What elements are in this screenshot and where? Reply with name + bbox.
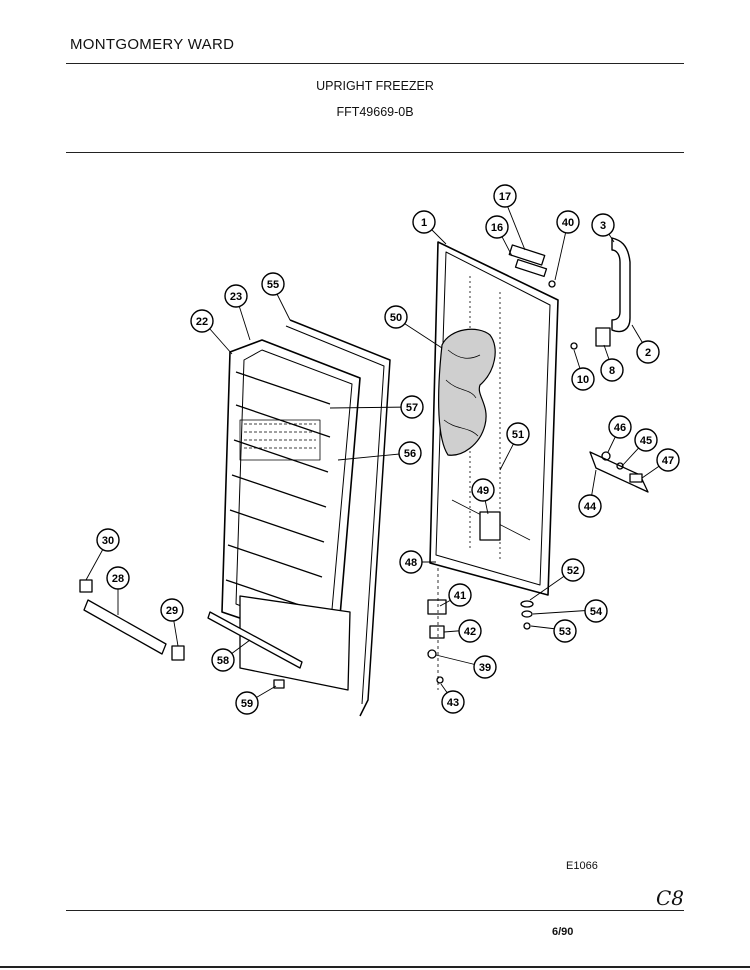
callout-51: 51 <box>506 422 530 446</box>
svg-text:54: 54 <box>590 606 603 618</box>
callout-23: 23 <box>224 284 248 308</box>
svg-text:17: 17 <box>499 191 511 203</box>
svg-text:3: 3 <box>600 220 606 232</box>
door-insulation <box>438 328 496 456</box>
handle-bracket <box>595 327 611 347</box>
svg-text:47: 47 <box>662 455 674 467</box>
header-rule <box>66 63 684 64</box>
callout-50: 50 <box>384 305 408 329</box>
svg-text:43: 43 <box>447 697 459 709</box>
svg-text:39: 39 <box>479 662 491 674</box>
callouts: 17 16 40 3 1 2 8 10 55 23 22 50 57 56 51… <box>96 184 680 715</box>
svg-text:53: 53 <box>559 626 571 638</box>
callout-44: 44 <box>578 494 602 518</box>
svg-text:57: 57 <box>406 402 418 414</box>
svg-text:58: 58 <box>217 655 229 667</box>
svg-text:52: 52 <box>567 565 579 577</box>
callout-59: 59 <box>235 691 259 715</box>
callout-56: 56 <box>398 441 422 465</box>
svg-text:44: 44 <box>584 501 597 513</box>
svg-text:42: 42 <box>464 626 476 638</box>
svg-text:1: 1 <box>421 217 427 229</box>
svg-text:28: 28 <box>112 573 124 585</box>
svg-text:8: 8 <box>609 365 615 377</box>
callout-41: 41 <box>448 583 472 607</box>
svg-text:46: 46 <box>614 422 626 434</box>
revision-date: 6/90 <box>552 926 574 938</box>
svg-text:50: 50 <box>390 312 402 324</box>
callout-54: 54 <box>584 599 608 623</box>
svg-text:30: 30 <box>102 535 114 547</box>
svg-text:29: 29 <box>166 605 178 617</box>
callout-55: 55 <box>261 272 285 296</box>
callout-52: 52 <box>561 558 585 582</box>
callout-39: 39 <box>473 655 497 679</box>
callout-1: 1 <box>412 210 436 234</box>
svg-text:10: 10 <box>577 374 589 386</box>
callout-43: 43 <box>441 690 465 714</box>
diagram-code: E1066 <box>566 860 598 872</box>
svg-text:23: 23 <box>230 291 242 303</box>
svg-text:16: 16 <box>491 222 503 234</box>
callout-10: 10 <box>571 367 595 391</box>
callout-45: 45 <box>634 428 658 452</box>
callout-40: 40 <box>556 210 580 234</box>
svg-text:45: 45 <box>640 435 652 447</box>
callout-58: 58 <box>211 648 235 672</box>
door-gasket <box>285 319 391 717</box>
svg-text:22: 22 <box>196 316 208 328</box>
callout-30: 30 <box>96 528 120 552</box>
callout-48: 48 <box>399 550 423 574</box>
header-bottom-rule <box>66 152 684 153</box>
brand-name: MONTGOMERY WARD <box>70 36 235 53</box>
callout-17: 17 <box>493 184 517 208</box>
callout-42: 42 <box>458 619 482 643</box>
handwritten-note: C8 <box>656 886 685 910</box>
door-handle <box>611 237 631 333</box>
door-lower-panel <box>239 595 351 691</box>
callout-57: 57 <box>400 395 424 419</box>
svg-text:56: 56 <box>404 448 416 460</box>
diagram-title: UPRIGHT FREEZER <box>316 79 434 93</box>
callout-49: 49 <box>471 478 495 502</box>
svg-text:49: 49 <box>477 485 489 497</box>
model-number: FFT49669-0B <box>336 105 414 119</box>
callout-2: 2 <box>636 340 660 364</box>
svg-text:2: 2 <box>645 347 651 359</box>
svg-text:51: 51 <box>512 429 524 441</box>
callout-53: 53 <box>553 619 577 643</box>
page-bottom-border <box>0 966 750 968</box>
callout-16: 16 <box>485 215 509 239</box>
svg-text:41: 41 <box>454 590 466 602</box>
svg-text:48: 48 <box>405 557 417 569</box>
callout-3: 3 <box>591 213 615 237</box>
callout-29: 29 <box>160 598 184 622</box>
svg-text:59: 59 <box>241 698 253 710</box>
callout-46: 46 <box>608 415 632 439</box>
callout-22: 22 <box>190 309 214 333</box>
svg-text:40: 40 <box>562 217 574 229</box>
svg-text:55: 55 <box>267 279 279 291</box>
callout-47: 47 <box>656 448 680 472</box>
footer-rule <box>66 910 684 911</box>
callout-8: 8 <box>600 358 624 382</box>
callout-28: 28 <box>106 566 130 590</box>
